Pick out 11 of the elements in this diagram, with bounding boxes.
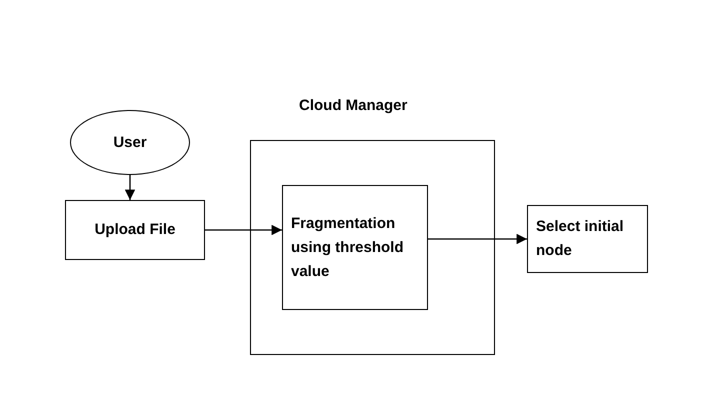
process-box (65, 200, 205, 260)
arrow (205, 224, 282, 236)
process-box (527, 205, 648, 273)
arrow (428, 234, 527, 244)
node-label: Select initial node (535, 217, 625, 261)
group-heading: Cloud Manager (299, 96, 408, 116)
node-label: Fragmentation using threshold value (290, 214, 404, 282)
process-box (282, 185, 428, 310)
node-label: Upload File (94, 220, 176, 240)
arrow (124, 175, 136, 200)
node-label: User (112, 132, 148, 152)
